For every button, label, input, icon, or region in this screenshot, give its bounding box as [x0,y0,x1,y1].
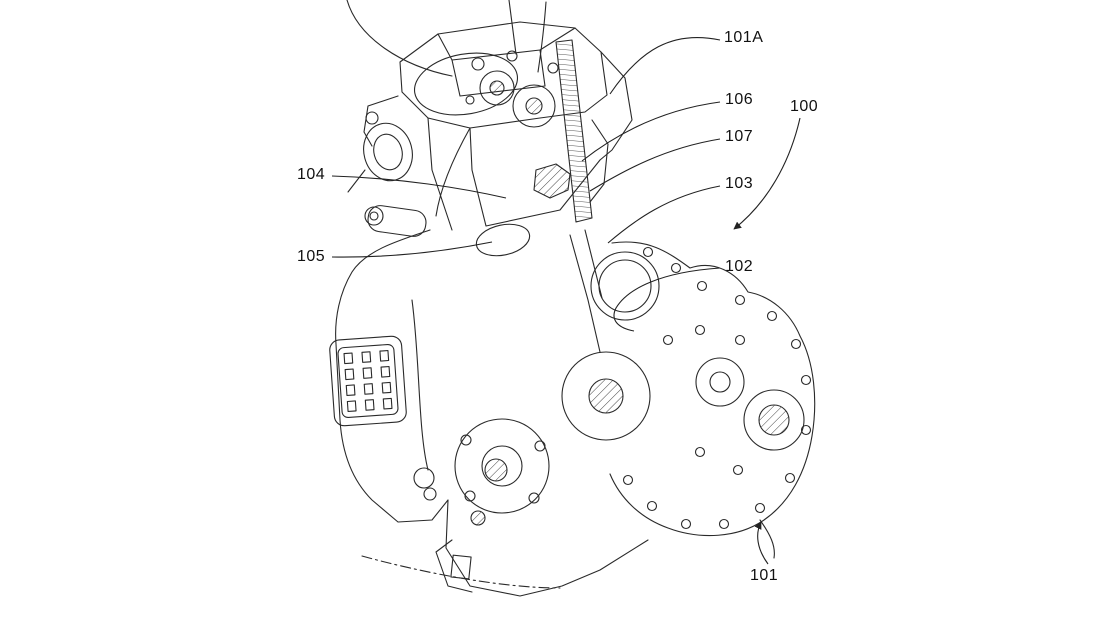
leader-lines [331,36,801,565]
leader-104 [331,175,507,199]
part-callout-ellipse [475,223,531,257]
ref-label-106: 106 [725,91,754,108]
ref-label-105: 105 [297,248,326,265]
ground-centerline [361,555,561,589]
cam-sprockets [465,50,559,128]
leader-103 [607,185,721,244]
ref-label-100: 100 [790,98,819,115]
ref-label-104: 104 [297,166,326,183]
cutoff-leader-curves [346,0,547,116]
ref-label-103: 103 [725,175,754,192]
leader-102 [613,267,721,332]
ecu-box [329,335,407,427]
leader-106 [581,101,721,162]
leader-105 [331,241,493,258]
ref-label-101: 101 [750,567,779,584]
intake-port [533,163,571,199]
mount-bracket [361,499,649,597]
cam-chain [555,39,609,223]
crank-web [561,229,660,441]
ref-label-101A: 101A [724,29,764,46]
leader-101 [754,521,769,565]
leader-107 [589,138,721,192]
right-crankcase-cover [609,241,816,559]
leader-101A [609,36,721,95]
ref-label-102: 102 [725,258,754,275]
leader-100 [733,117,801,230]
stator-cover [454,418,550,526]
ref-label-107: 107 [725,128,754,145]
crankcase-left [335,229,449,523]
starter-motor [364,205,427,237]
cylinder-block [427,117,601,231]
